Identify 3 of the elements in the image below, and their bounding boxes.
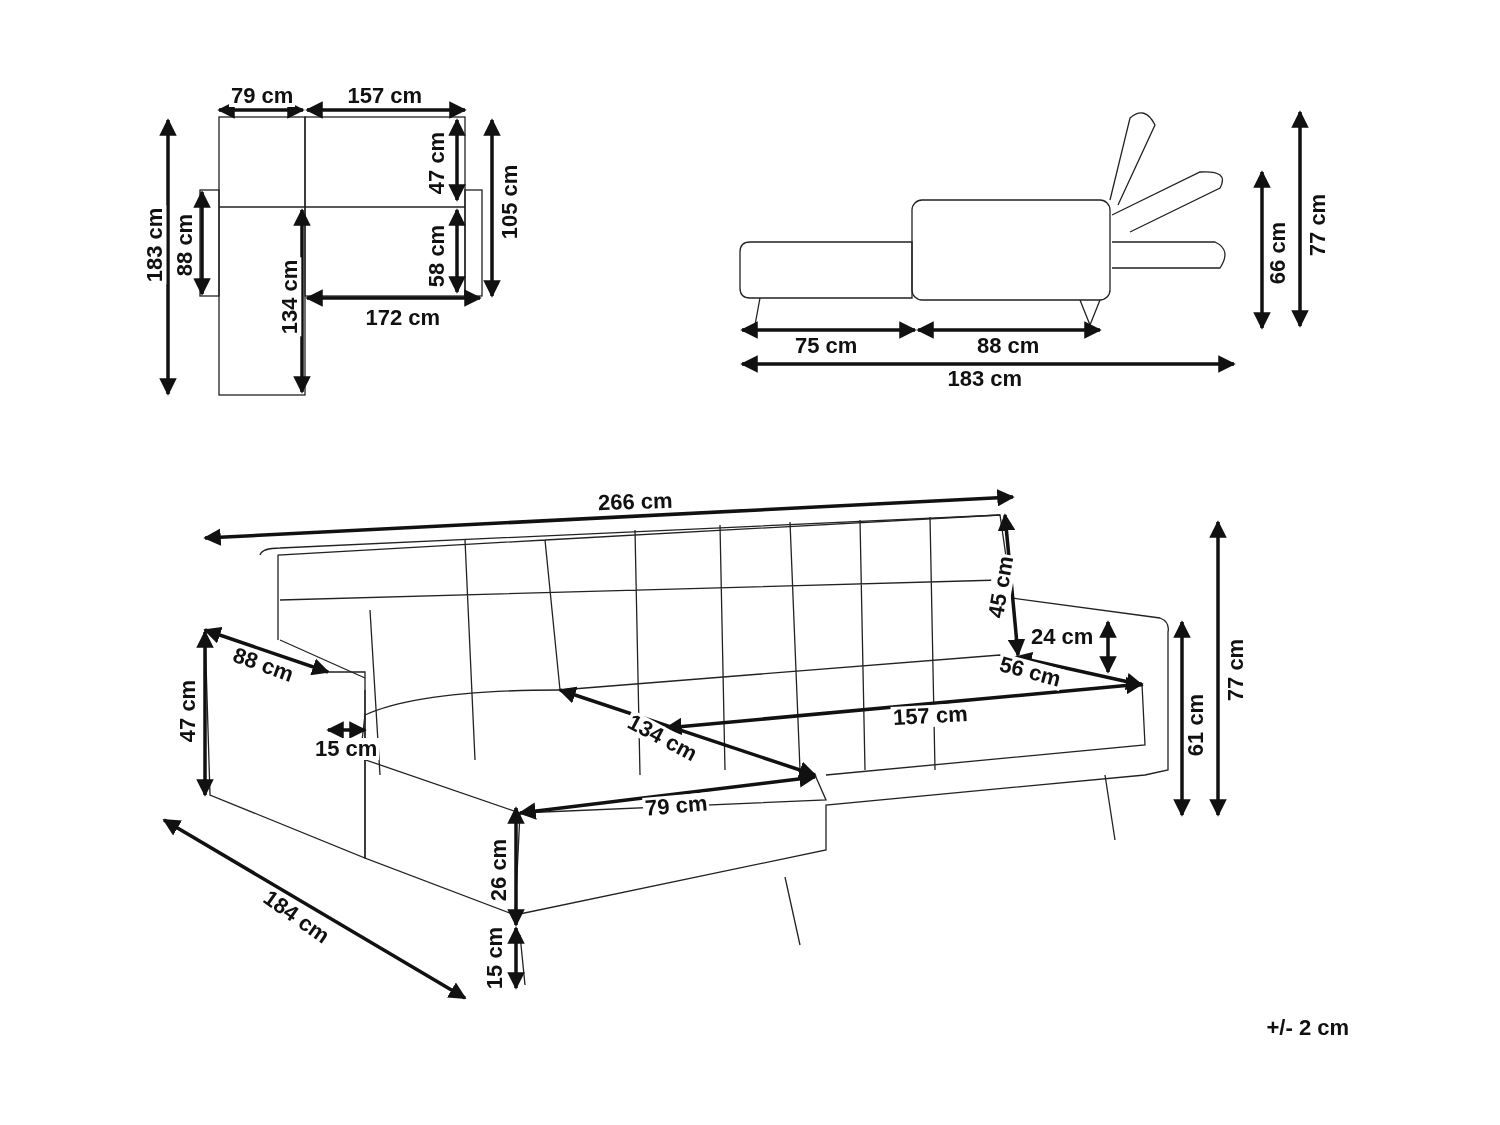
dimension-label: 157 cm	[890, 702, 970, 730]
dimension-label: 15 cm	[313, 738, 380, 760]
dimension-label: 79 cm	[229, 85, 296, 107]
